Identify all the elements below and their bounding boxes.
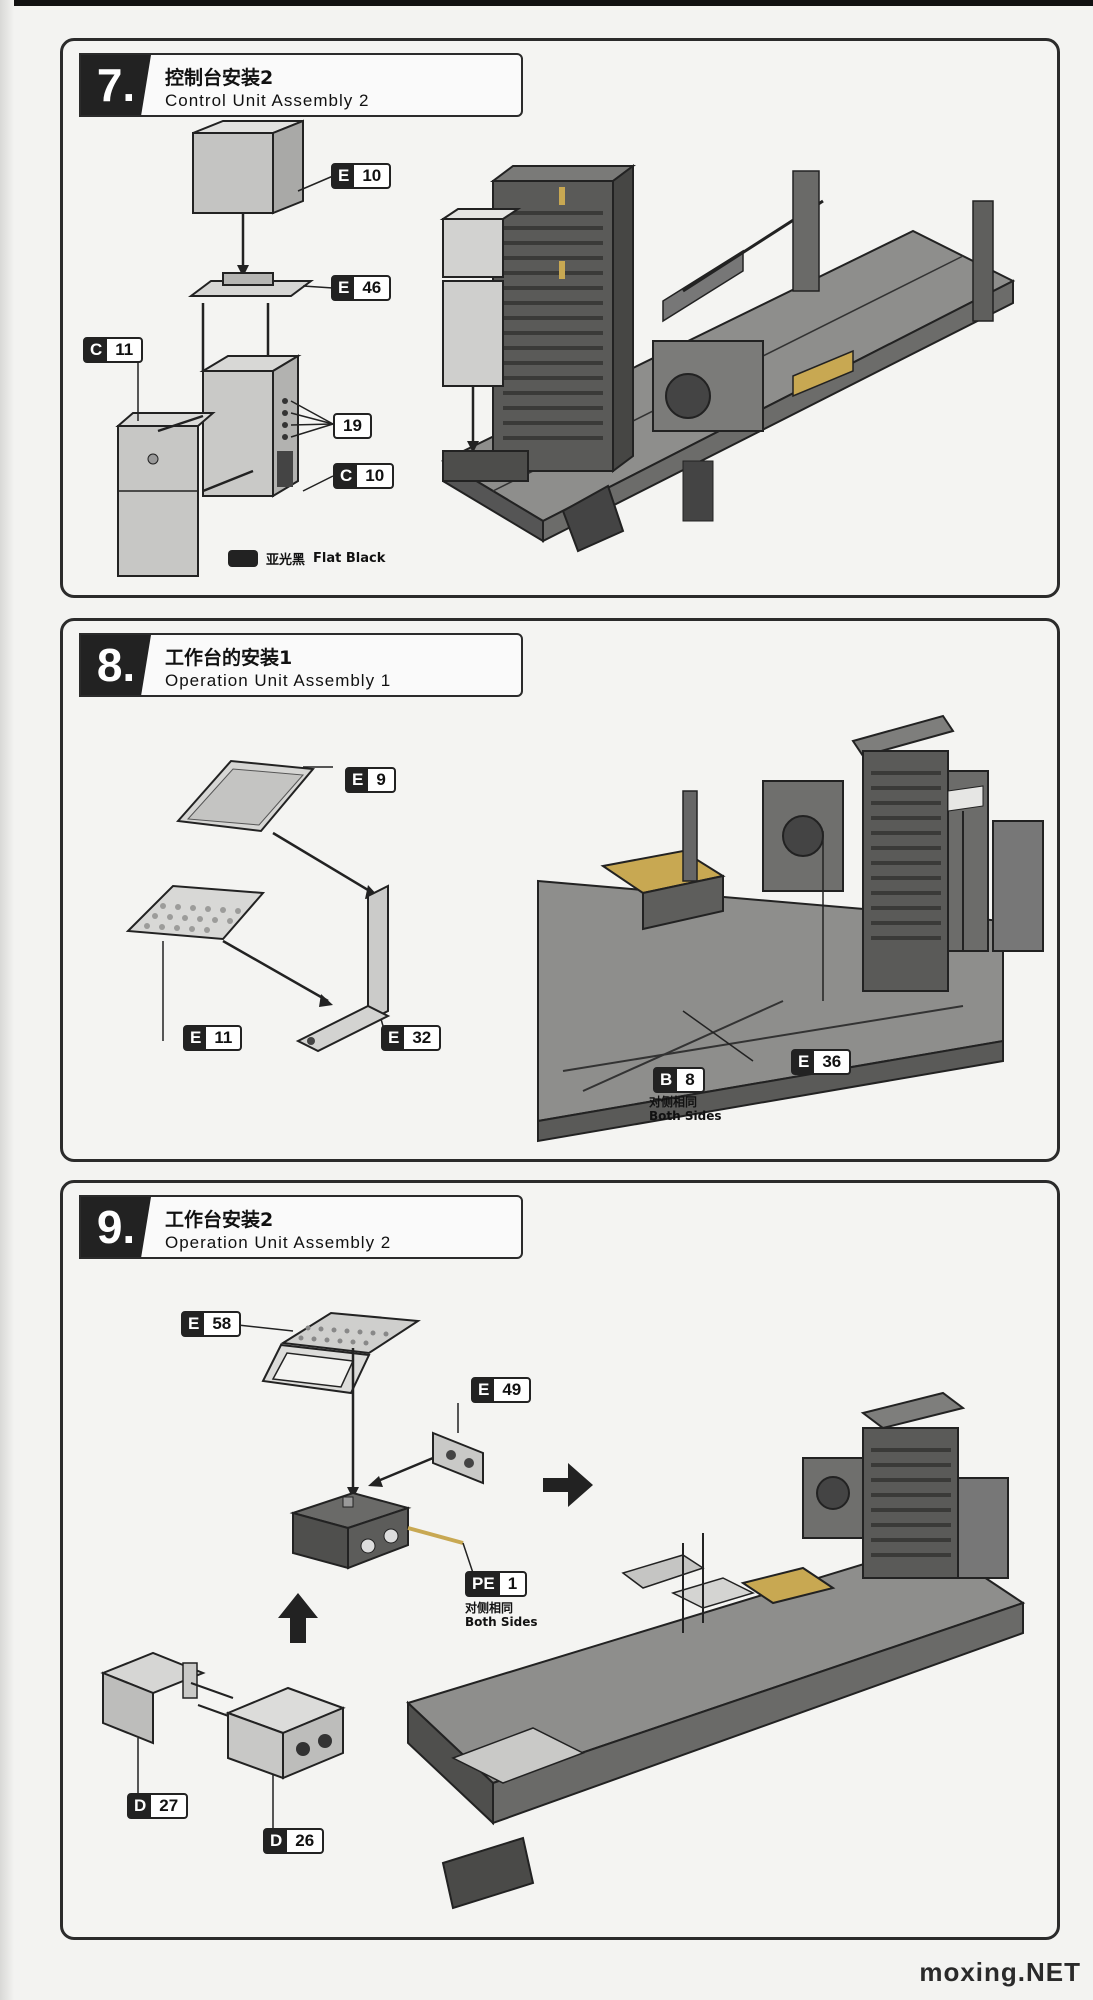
housing-part [199, 354, 302, 498]
socket-block-part [225, 1686, 346, 1780]
page-binding-edge [0, 0, 14, 2000]
part-label-E9: E 9 [345, 767, 396, 793]
part-label-C10: C 10 [333, 463, 395, 489]
note-english: Both Sides [649, 1109, 722, 1123]
flat-black-swatch [228, 550, 258, 567]
part-label-E49: E 49 [471, 1377, 532, 1403]
part-label-E32: E 32 [381, 1025, 442, 1051]
step-9-panel: 9. 工作台安装2 Operation Unit Assembly 2 [60, 1180, 1060, 1940]
step-title-chinese: 工作台的安装1 [165, 647, 293, 669]
part-label-D26: D 26 [263, 1828, 325, 1854]
paint-name-english: Flat Black [313, 551, 386, 566]
part-label-B8: B 8 [653, 1067, 705, 1093]
machine-base-assembly [439, 164, 1016, 553]
part-label-E36: E 36 [791, 1049, 852, 1075]
step-7-header: 7. 控制台安装2 Control Unit Assembly 2 [79, 53, 523, 117]
step-title-chinese: 工作台安装2 [165, 1209, 274, 1231]
note-english: Both Sides [465, 1615, 538, 1629]
bracket-part [432, 1431, 484, 1485]
right-arrow-icon [543, 1463, 593, 1507]
step-title-chinese: 控制台安装2 [165, 67, 274, 89]
clip-bracket-part [100, 1651, 206, 1745]
part-label-PE1: PE 1 [465, 1571, 528, 1597]
note-chinese: 对侧相同 [649, 1095, 698, 1109]
step-9-assembly-diagram [100, 1311, 1026, 1910]
step-number: 7. [81, 55, 151, 115]
seat-block-part [289, 1491, 412, 1570]
mount-plate-part [188, 272, 314, 297]
keyboard-plate-part [125, 884, 266, 941]
step-7-panel: 7. 控制台安装2 Control Unit Assembly 2 [60, 38, 1060, 598]
up-arrow-icon [278, 1593, 318, 1643]
part-label-E58: E 58 [181, 1311, 242, 1337]
step-number: 8. [81, 635, 151, 695]
step-8-assembly-diagram [125, 714, 1044, 1143]
step-8-panel: 8. 工作台的安装1 Operation Unit Assembly 1 [60, 618, 1060, 1162]
note-chinese: 对侧相同 [465, 1601, 514, 1615]
machine-base-assembly [537, 714, 1044, 1143]
machine-base-assembly [406, 1391, 1026, 1910]
part-label-E46: E 46 [331, 275, 392, 301]
screen-panel-part [175, 759, 315, 833]
paint-name-chinese: 亚光黑 [266, 553, 306, 568]
step-7-assembly-diagram [115, 119, 1016, 577]
mesh-plate-part [261, 1311, 421, 1395]
control-box-part [192, 119, 304, 215]
side-panel-part [115, 412, 216, 577]
part-label-E10-top: E 10 [331, 163, 392, 189]
part-label-E11: E 11 [183, 1025, 243, 1051]
step-title-english: Control Unit Assembly 2 [165, 91, 370, 110]
site-watermark: moxing.NET [919, 1957, 1081, 1987]
both-sides-note: 对侧相同 Both Sides [465, 1601, 537, 1629]
step-8-header: 8. 工作台的安装1 Operation Unit Assembly 1 [79, 633, 523, 697]
step-9-header: 9. 工作台安装2 Operation Unit Assembly 2 [79, 1195, 523, 1259]
part-label-I19: 19 [333, 413, 372, 439]
paint-legend: 亚光黑 Flat Black [228, 549, 385, 568]
part-label-D27: D 27 [127, 1793, 189, 1819]
stand-arm-part [295, 884, 391, 1053]
step-title-english: Operation Unit Assembly 1 [165, 671, 392, 690]
step-number: 9. [81, 1197, 151, 1257]
part-label-C11: C 11 [83, 337, 144, 363]
step-title-english: Operation Unit Assembly 2 [165, 1233, 392, 1252]
both-sides-note: 对侧相同 Both Sides [649, 1095, 721, 1123]
page-top-border [0, 0, 1093, 6]
